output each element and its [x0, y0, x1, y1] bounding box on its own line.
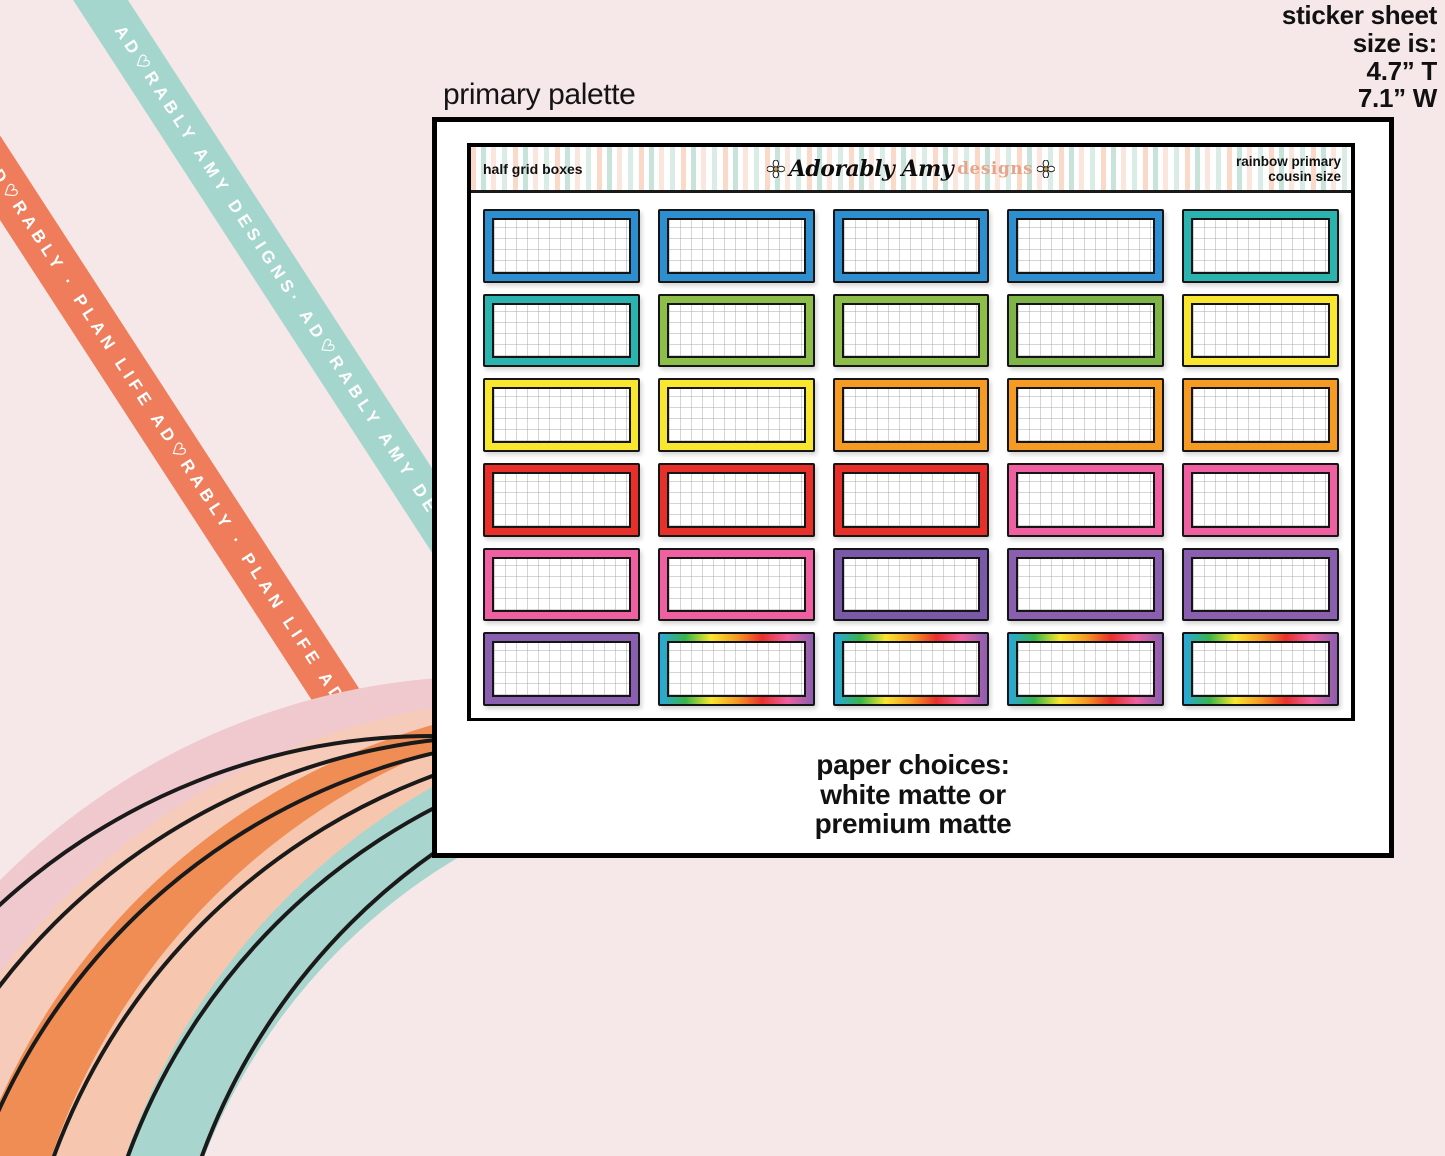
sticker-grid-box: [832, 209, 990, 283]
sticker-grid-box: [1182, 462, 1339, 537]
sticker-grid-box: [1182, 547, 1339, 622]
sticker-grid-lines: [1016, 387, 1156, 443]
paper-choices-line-3: premium matte: [814, 808, 1012, 840]
sticker-grid-box: [483, 293, 640, 368]
sticker-grid-lines: [841, 556, 981, 613]
sheet-label-right: rainbow primary cousin size: [1236, 153, 1341, 183]
sticker-grid-lines: [841, 218, 981, 274]
sticker-grid-box: [657, 209, 815, 283]
sticker-grid-lines: [1191, 387, 1330, 443]
sheet-size-line-3: 4.7” T: [1366, 55, 1438, 86]
sticker-grid-lines: [1016, 471, 1156, 528]
sticker-grid-box: [483, 462, 640, 537]
sticker-grid-lines: [1016, 556, 1156, 613]
sticker-grid-lines: [492, 556, 631, 613]
sticker-grid-lines: [1016, 641, 1156, 697]
sheet-size-line-4: 7.1” W: [1357, 83, 1437, 114]
sticker-grid-box: [1007, 547, 1165, 622]
palette-title: primary palette: [443, 78, 636, 111]
sheet-size-line-2: size is:: [1352, 27, 1438, 58]
sheet-size-line-1: sticker sheet: [1281, 0, 1437, 30]
watermark-ribbon-plan-life-adorably: PLAN LIFE AD♡RABLY · PLAN LIFE AD♡RABLY …: [0, 0, 390, 761]
sticker-grid-lines: [1016, 302, 1156, 359]
sticker-grid-lines: [492, 641, 631, 697]
sticker-grid: [471, 193, 1351, 718]
sticker-grid-box: [657, 547, 815, 622]
sticker-grid-box: [1007, 462, 1165, 537]
sticker-grid-box: [657, 293, 815, 368]
sticker-grid-box: [832, 462, 990, 537]
flower-icon: [766, 159, 785, 178]
sticker-grid-box: [832, 632, 990, 706]
sticker-grid-box: [1182, 378, 1339, 452]
sticker-grid-lines: [666, 302, 806, 359]
sticker-grid-lines: [1016, 218, 1156, 274]
sticker-grid-lines: [1191, 556, 1330, 613]
sticker-grid-lines: [841, 387, 981, 443]
sticker-grid-lines: [666, 641, 806, 697]
sticker-grid-box: [483, 632, 640, 706]
sticker-grid-box: [657, 378, 815, 452]
sticker-grid-lines: [1191, 641, 1330, 697]
sheet-label-right-line-1: rainbow primary: [1235, 153, 1341, 169]
sticker-grid-lines: [492, 302, 631, 359]
sticker-grid-box: [1007, 378, 1165, 452]
sticker-grid-box: [832, 378, 990, 452]
sticker-grid-lines: [666, 556, 806, 613]
sticker-grid-lines: [492, 387, 631, 443]
product-frame: half grid boxes Adorably Amy designs: [432, 117, 1394, 858]
sticker-grid-box: [832, 547, 990, 622]
sticker-grid-lines: [492, 471, 631, 528]
sticker-grid-lines: [841, 641, 981, 697]
paper-choices-line-1: paper choices:: [816, 749, 1010, 780]
sticker-grid-box: [1182, 209, 1339, 283]
sticker-grid-lines: [1191, 471, 1330, 528]
brand-logo-script: Adorably Amy: [788, 155, 954, 182]
ribbon-orange-text: PLAN LIFE AD♡RABLY · PLAN LIFE AD♡RABLY …: [0, 32, 350, 709]
paper-choices-block: paper choices: white matte or premium ma…: [437, 750, 1389, 839]
sheet-label-right-line-2: cousin size: [1268, 168, 1341, 184]
sticker-grid-box: [1007, 632, 1165, 706]
paper-choices-line-2: white matte or: [820, 778, 1006, 810]
sticker-grid-lines: [666, 387, 806, 443]
sticker-grid-lines: [1191, 302, 1330, 359]
sticker-grid-box: [657, 462, 815, 537]
sticker-grid-box: [657, 632, 815, 706]
sticker-grid-box: [832, 293, 990, 368]
flower-icon: [1037, 159, 1056, 178]
sticker-grid-lines: [666, 471, 806, 528]
brand-logo-designs: designs: [957, 158, 1034, 179]
sticker-sheet: half grid boxes Adorably Amy designs: [467, 143, 1355, 721]
brand-logo: Adorably Amy designs: [766, 155, 1056, 182]
sticker-grid-lines: [666, 218, 806, 274]
sticker-grid-lines: [841, 471, 981, 528]
sticker-sheet-header-band: half grid boxes Adorably Amy designs: [471, 147, 1351, 193]
sticker-grid-lines: [1191, 218, 1330, 274]
sticker-grid-box: [483, 547, 640, 622]
sheet-label-left: half grid boxes: [483, 160, 583, 177]
sticker-grid-lines: [492, 218, 631, 274]
sticker-grid-box: [483, 209, 640, 283]
sticker-grid-lines: [841, 302, 981, 359]
sticker-grid-box: [1182, 632, 1339, 706]
sticker-sheet-size-block: sticker sheet size is: 4.7” T 7.1” W: [1281, 0, 1438, 114]
sticker-grid-box: [1182, 293, 1339, 368]
sticker-grid-box: [1007, 209, 1165, 283]
sticker-grid-box: [1007, 293, 1165, 368]
sticker-grid-box: [483, 378, 640, 452]
